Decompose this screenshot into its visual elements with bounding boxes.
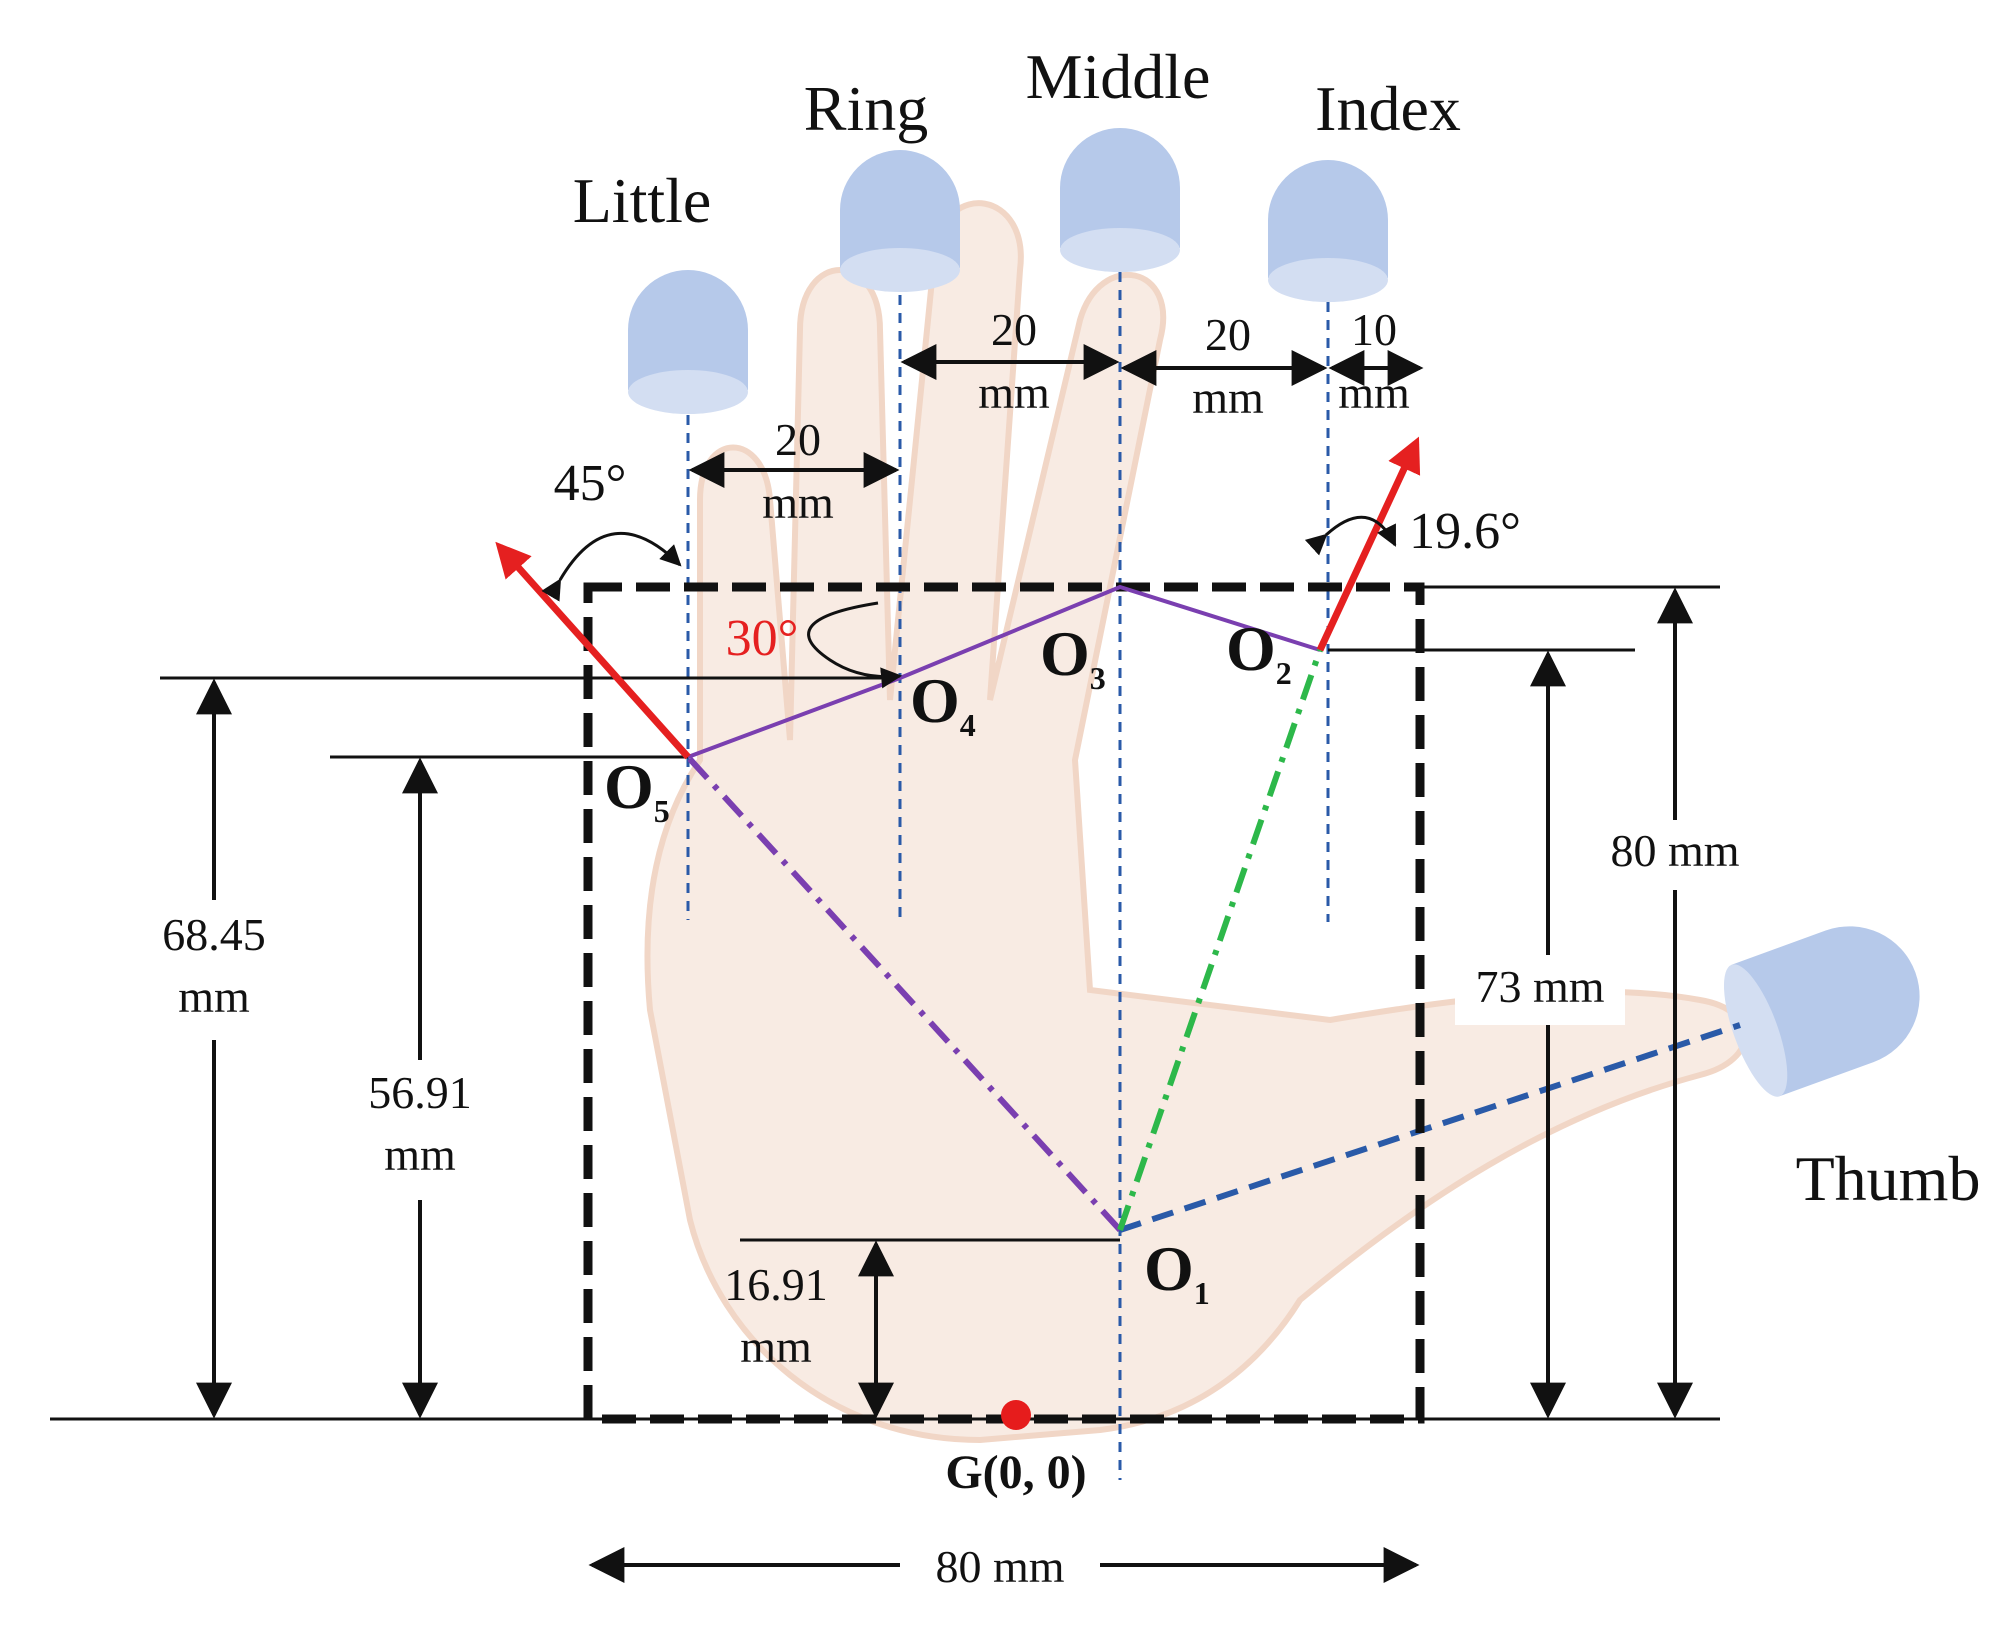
thumb-axis-line (1119, 1022, 1741, 1233)
label-middle: Middle (1026, 41, 1211, 112)
fingertip-index (1268, 160, 1388, 302)
label-o2: O2 (1226, 613, 1292, 691)
fingertip-little (628, 270, 748, 414)
spacing-ring-middle-unit: mm (978, 367, 1050, 418)
spacing-middle-index-unit: mm (1192, 372, 1264, 423)
purple-chain (687, 584, 1321, 759)
angle-arc-45 (541, 531, 682, 602)
height-o1-value: 16.91 (724, 1259, 828, 1310)
origin-dot (1001, 1400, 1031, 1430)
red-arrow-index (1316, 436, 1421, 652)
purple-dashdot-o1-o5 (685, 754, 1123, 1233)
angle-label-30: 30° (726, 610, 799, 667)
finger-axes (686, 272, 1330, 1480)
label-o3: O3 (1040, 618, 1106, 696)
label-origin: G(0, 0) (945, 1446, 1086, 1499)
label-ring: Ring (804, 73, 928, 144)
angle-label-45: 45° (554, 455, 627, 512)
label-index: Index (1315, 73, 1461, 144)
width-label: 80 mm (935, 1541, 1064, 1592)
label-little: Little (573, 165, 712, 236)
height-o3-label: 80 mm (1610, 825, 1739, 876)
label-thumb: Thumb (1796, 1143, 1981, 1214)
label-o5: O5 (604, 751, 670, 829)
spacing-middle-index-value: 20 (1205, 309, 1251, 360)
height-o1-unit: mm (740, 1321, 812, 1372)
angle-label-19-6: 19.6° (1409, 503, 1521, 560)
height-o4-unit: mm (178, 971, 250, 1022)
label-o4: O4 (910, 665, 976, 743)
fingertip-ring (840, 150, 960, 292)
spacing-little-ring-value: 20 (775, 414, 821, 465)
fingertip-thumb (1723, 926, 1920, 1097)
spacing-little-ring-unit: mm (762, 477, 834, 528)
angle-arc-19-6 (1304, 515, 1397, 556)
red-arrow-little (495, 541, 691, 760)
height-o4-value: 68.45 (162, 909, 266, 960)
height-o5-unit: mm (384, 1129, 456, 1180)
height-o5-value: 56.91 (368, 1067, 472, 1118)
fingertip-middle (1060, 128, 1180, 272)
spacing-index-edge-unit: mm (1338, 367, 1410, 418)
spacing-arrows (688, 344, 1424, 488)
spacing-index-edge-value: 10 (1351, 304, 1397, 355)
spacing-ring-middle-value: 20 (991, 304, 1037, 355)
angle-arc-30 (807, 601, 903, 689)
green-dashdot-o1-o2 (1117, 649, 1323, 1231)
label-o1: O1 (1144, 1233, 1210, 1311)
reference-lines (50, 585, 1720, 1421)
height-o2-label: 73 mm (1475, 961, 1604, 1012)
